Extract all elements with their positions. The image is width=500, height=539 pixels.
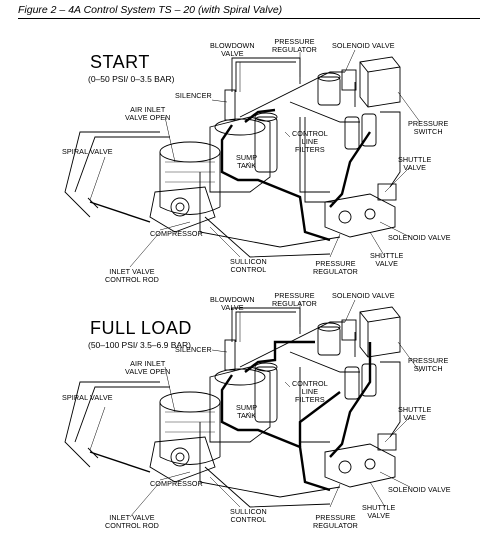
pressure-range: (0–50 PSI/ 0–3.5 BAR) (88, 74, 175, 84)
pressure-regulator-top-label: PRESSURE REGULATOR (272, 291, 317, 308)
panel-start: START (0–50 PSI/ 0–3.5 BAR) BLOWDOWN VAL… (0, 22, 500, 284)
blowdown-valve-label: BLOWDOWN VALVE (210, 41, 255, 58)
panel-heading: START (90, 52, 150, 72)
panel-heading: FULL LOAD (90, 318, 192, 338)
pressure-switch-label: PRESSURE SWITCH (408, 119, 449, 136)
sullicon-control-label: SULLICON CONTROL (230, 507, 267, 524)
inlet-valve-control-rod-label: INLET VALVE CONTROL ROD (105, 267, 159, 284)
sullicon-control-label: SULLICON CONTROL (230, 257, 267, 274)
pressure-switch-label: PRESSURE SWITCH (408, 356, 449, 373)
spiral-valve-label: SPIRAL VALVE (62, 147, 113, 156)
schematic-start (64, 49, 421, 268)
sump-tank-label: SUMP TANK (236, 403, 258, 420)
compressor-label: COMPRESSOR (150, 229, 203, 238)
schematic-full-load (64, 299, 421, 518)
pressure-regulator-top-label: PRESSURE REGULATOR (272, 37, 317, 54)
panel-full-load: FULL LOAD (50–100 PSI/ 3.5–6.9 BAR) BLOW… (0, 272, 500, 532)
pressure-range: (50–100 PSI/ 3.5–6.9 BAR) (88, 340, 192, 350)
shuttle-valve-right-label: SHUTTLE VALVE (398, 405, 432, 422)
solenoid-valve-bottom-label: SOLENOID VALVE (388, 233, 451, 242)
figure-title: Figure 2 – 4A Control System TS – 20 (wi… (18, 4, 283, 16)
air-inlet-valve-label: AIR INLET VALVE OPEN (125, 359, 171, 376)
air-inlet-valve-label: AIR INLET VALVE OPEN (125, 105, 171, 122)
control-line-filters-label: CONTROL LINE FILTERS (292, 379, 328, 404)
pressure-regulator-bottom-label: PRESSURE REGULATOR (313, 513, 358, 530)
blowdown-valve-label: BLOWDOWN VALVE (210, 295, 255, 312)
pressure-regulator-bottom-label: PRESSURE REGULATOR (313, 259, 358, 276)
silencer-label: SILENCER (175, 345, 212, 354)
shuttle-valve-right-label: SHUTTLE VALVE (398, 155, 432, 172)
control-line-filters-label: CONTROL LINE FILTERS (292, 129, 328, 154)
solenoid-valve-top-label: SOLENOID VALVE (332, 41, 395, 50)
inlet-valve-control-rod-label: INLET VALVE CONTROL ROD (105, 513, 159, 530)
solenoid-valve-top-label: SOLENOID VALVE (332, 291, 395, 300)
title-rule (18, 18, 480, 19)
shuttle-valve-bottom-label: SHUTTLE VALVE (362, 503, 396, 520)
solenoid-valve-bottom-label: SOLENOID VALVE (388, 485, 451, 494)
silencer-label: SILENCER (175, 91, 212, 100)
compressor-label: COMPRESSOR (150, 479, 203, 488)
sump-tank-label: SUMP TANK (236, 153, 258, 170)
spiral-valve-label: SPIRAL VALVE (62, 393, 113, 402)
shuttle-valve-bottom-label: SHUTTLE VALVE (370, 251, 404, 268)
